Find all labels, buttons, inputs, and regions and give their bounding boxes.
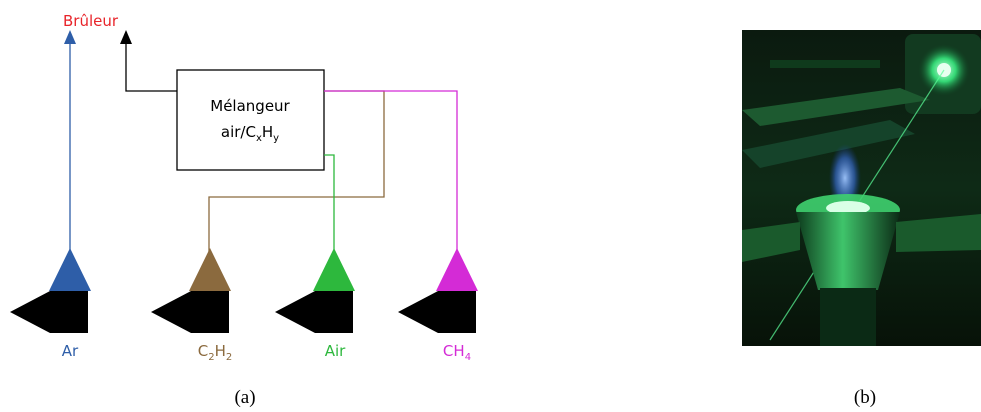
- air-line: [324, 154, 335, 258]
- mixer-label-line1: Mélangeur: [210, 97, 290, 115]
- caption-a: (a): [234, 387, 255, 408]
- panel-b-photo: (b): [742, 30, 981, 408]
- photo-rail: [770, 60, 880, 68]
- ar-arrowhead: [64, 30, 76, 44]
- source-air: Air: [275, 248, 355, 360]
- mixer-output-arrowhead: [120, 30, 132, 44]
- caption-b: (b): [854, 387, 876, 408]
- mixer-box: [176, 69, 325, 171]
- c2h2-label: C2H2: [198, 342, 233, 363]
- photo-burner-hot: [826, 201, 870, 215]
- ch4-bottle-icon: [398, 291, 476, 333]
- panel-a-diagram: Brûleur Mélangeur air/CxHy Ar C2H2: [10, 12, 478, 408]
- photo-shelf-mid: [742, 120, 915, 168]
- air-bottle-icon: [275, 291, 353, 333]
- source-ch4: CH4: [398, 248, 478, 363]
- photo-table-right: [896, 214, 981, 252]
- c2h2-valve-triangle: [189, 248, 231, 291]
- mixer-output-line: [125, 42, 177, 92]
- photo-burner-cone: [796, 212, 900, 290]
- photo-shelf-top: [742, 88, 930, 126]
- air-valve-triangle: [313, 248, 355, 291]
- photo-burner-stem: [820, 288, 876, 346]
- ar-bottle-icon: [10, 291, 88, 333]
- ar-valve-triangle: [49, 248, 91, 291]
- source-ar: Ar: [10, 248, 91, 360]
- ch4-label: CH4: [443, 342, 471, 363]
- ch4-valve-triangle: [436, 248, 478, 291]
- ar-label: Ar: [62, 342, 79, 360]
- mixer-label-line2: air/CxHy: [221, 123, 279, 144]
- burner-label: Brûleur: [63, 12, 119, 30]
- ch4-line: [324, 90, 458, 258]
- source-c2h2: C2H2: [151, 248, 232, 363]
- photo-table-left: [742, 222, 800, 262]
- c2h2-bottle-icon: [151, 291, 229, 333]
- air-label: Air: [325, 342, 346, 360]
